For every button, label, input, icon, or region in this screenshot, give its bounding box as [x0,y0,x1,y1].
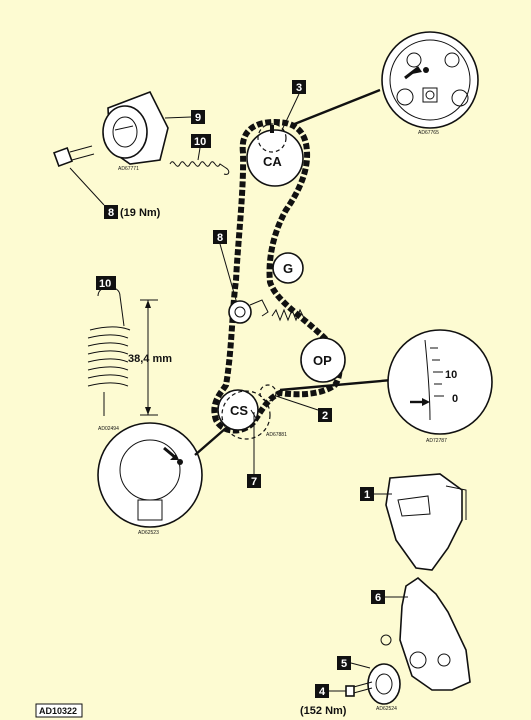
svg-text:AD67881: AD67881 [266,432,287,438]
svg-text:10: 10 [99,278,111,290]
camshaft-pulley: CA [246,123,304,187]
tensioner-bolt-torque: (19 Nm) [120,207,161,219]
svg-text:AD62524: AD62524 [376,706,397,712]
scale-zero: 0 [452,393,458,405]
crank-pulley-label: CS [230,403,248,418]
svg-text:AD62523: AD62523 [138,530,159,536]
tensioner-bolt [53,145,95,167]
idler-pulley-label: G [283,261,293,276]
callout-10-top: 10 [191,134,211,161]
cam-detail-inset: AD67765 [381,31,479,136]
svg-text:5: 5 [341,658,347,670]
callout-10-spring: 10 [96,276,116,290]
callout-2: 2 [275,378,393,422]
scale-ten: 10 [445,369,457,381]
svg-text:6: 6 [375,592,381,604]
svg-text:AD67765: AD67765 [418,130,439,136]
svg-text:3: 3 [296,82,302,94]
crankshaft-pulley: CS [217,384,277,440]
svg-text:4: 4 [319,686,326,698]
oil-pump-pulley: OP [300,337,346,383]
figure-id: AD10322 [39,706,77,716]
callout-7: 7 [247,412,261,488]
oil-pump-pulley-label: OP [313,353,332,368]
svg-text:AD02494: AD02494 [98,426,119,432]
svg-text:AD67771: AD67771 [118,166,139,172]
spring-small [169,161,230,175]
timing-belt [211,118,343,434]
callout-8: 8 [213,230,237,301]
tensioner-roller [228,299,305,324]
tensioner-assembly: AD67771 [102,90,169,172]
svg-text:1: 1 [364,489,370,501]
inner-cover: 6 [371,576,471,691]
crank-pulley-part: 5 4 (152 Nm) AD62524 [300,656,401,717]
svg-text:8: 8 [217,232,223,244]
cam-pulley-label: CA [263,154,282,169]
svg-text:AD72787: AD72787 [426,438,447,444]
timing-cover: 1 [360,473,467,571]
callout-3: 3 [281,80,381,131]
spring-detail: 38,4 mm AD02494 [87,286,172,432]
spring-length: 38,4 mm [128,353,172,365]
svg-text:9: 9 [195,112,201,124]
crank-bolt-torque: (152 Nm) [300,705,347,717]
callout-9: 9 [164,110,205,124]
callout-8-torque: 8 (19 Nm) [69,167,161,219]
timing-scale-inset: 10 0 AD72787 [387,329,493,444]
crank-detail-inset: AD62523 AD67881 [97,422,287,536]
svg-text:2: 2 [322,410,328,422]
svg-text:10: 10 [194,136,206,148]
svg-text:8: 8 [108,207,114,219]
svg-text:7: 7 [251,476,257,488]
idler-pulley: G [272,252,304,284]
figure-id-box: AD10322 [35,703,83,718]
